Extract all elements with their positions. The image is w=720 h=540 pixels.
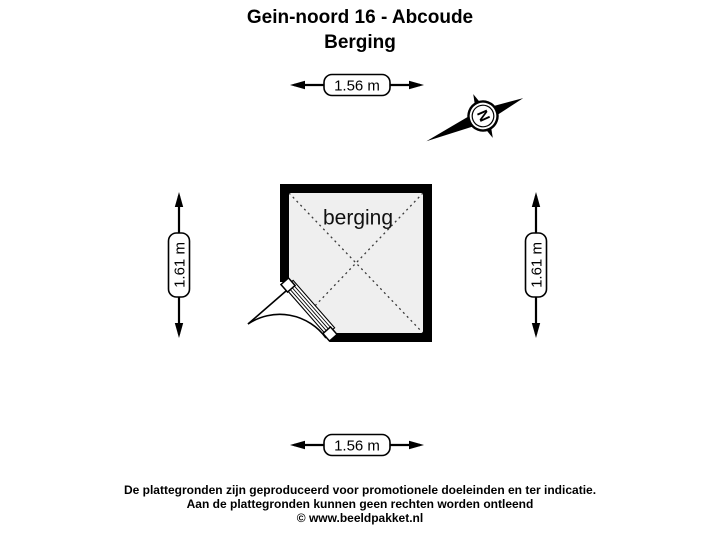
- dimension-bottom: 1.56 m: [290, 433, 424, 457]
- dimension-bottom-arrowhead-right: [409, 440, 424, 450]
- dimension-right-label: 1.61 m: [528, 242, 545, 288]
- wall-bottom: [330, 333, 432, 342]
- page-title: Gein-noord 16 - Abcoude Berging: [0, 5, 720, 55]
- dimension-left-arrowhead-bottom: [174, 323, 184, 338]
- dimension-right-arrowhead-top: [531, 192, 541, 207]
- compass-inner-circle: [471, 104, 495, 128]
- dimension-right-arrowhead-bottom: [531, 323, 541, 338]
- wall-left: [280, 184, 289, 282]
- dimension-left-arrowhead-top: [174, 192, 184, 207]
- wall-top: [280, 184, 432, 193]
- dimension-bottom-label-box: [323, 433, 391, 457]
- compass-rose: N: [426, 94, 524, 142]
- dimension-left-label: 1.61 m: [171, 242, 188, 288]
- room-label: berging: [323, 207, 393, 230]
- door-swing-arc: [247, 313, 327, 339]
- door-hinge-top: [279, 276, 297, 294]
- door-open-leaf-line: [247, 290, 287, 325]
- dimension-right-label-box: [524, 232, 548, 298]
- dimension-top-label-box: [323, 73, 391, 97]
- dimension-top-arrowhead-right: [409, 80, 424, 90]
- dimension-top: 1.56 m: [290, 73, 424, 97]
- dimension-left: 1.61 m: [167, 192, 191, 338]
- door: [247, 276, 339, 343]
- disclaimer-line-2: Aan de plattegronden kunnen geen rechten…: [186, 497, 534, 511]
- title-address: Gein-noord 16 - Abcoude: [246, 7, 474, 28]
- room-berging: berging: [280, 184, 432, 342]
- dimension-top-arrowhead-left: [290, 80, 305, 90]
- title-room-type: Berging: [324, 32, 396, 53]
- wall-right: [423, 184, 432, 342]
- dimension-bottom-label: 1.56 m: [334, 437, 380, 454]
- dimension-bottom-arrowhead-left: [290, 440, 305, 450]
- dimension-top-label: 1.56 m: [334, 77, 380, 94]
- room-interior: [289, 193, 423, 333]
- copyright-line: © www.beeldpakket.nl: [296, 511, 424, 525]
- door-hinge-bottom: [321, 325, 339, 343]
- disclaimer: De plattegronden zijn geproduceerd voor …: [0, 483, 720, 525]
- dimension-right: 1.61 m: [524, 192, 548, 338]
- dimension-left-label-box: [167, 232, 191, 298]
- diagonal-cross-line-1: [289, 193, 423, 333]
- door-leaf: [284, 279, 336, 336]
- disclaimer-line-1: De plattegronden zijn geproduceerd voor …: [123, 483, 597, 497]
